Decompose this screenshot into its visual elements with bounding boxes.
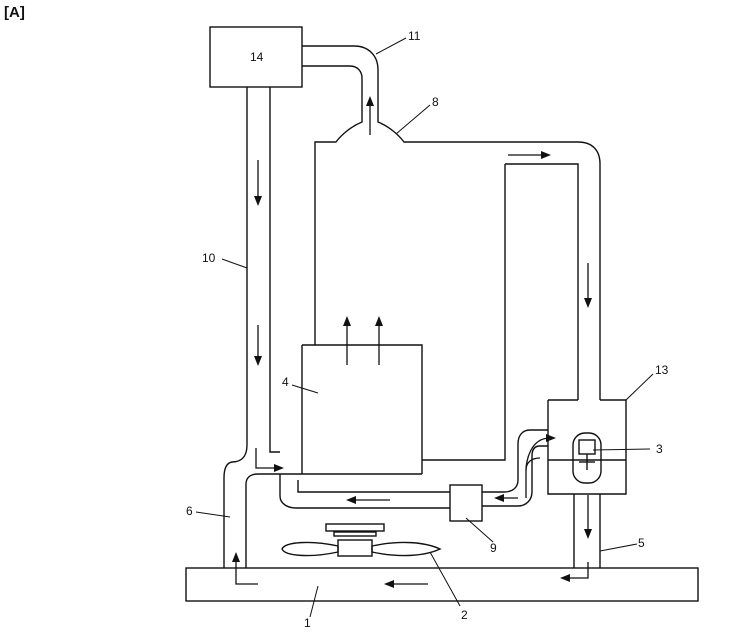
outlet-5 [573,494,601,568]
callout-3: 3 [656,442,663,456]
callout-9: 9 [490,541,497,555]
return-duct-inner [505,163,579,400]
chamber-4-bottom [279,474,450,509]
pipe-10-inner [269,87,280,453]
callout-2: 2 [461,608,468,622]
chamber-4-duct [297,473,450,493]
pipe-11 [302,45,379,100]
callout-6: 6 [186,504,193,518]
panel-label: [A] [4,4,25,21]
manifold-8-right [377,100,601,400]
return-duct-left [422,164,506,461]
pipe-6-inner [245,473,302,568]
component-box-14 [209,26,303,88]
component-box-9 [449,484,483,522]
flow-arrows [232,96,592,588]
pipe-13-to-9 [482,429,548,493]
callout-10: 10 [202,251,216,265]
callout-1: 1 [304,616,311,630]
callout-4: 4 [282,375,289,389]
valve-3-top [578,439,596,455]
component-box-14-label: 14 [250,50,264,64]
valve-3-body [572,432,602,484]
callout-11: 11 [408,29,421,43]
housing-13 [547,399,627,495]
callout-8: 8 [432,95,439,109]
pipe-11-inner [302,65,363,100]
chamber-4 [301,344,423,474]
callout-13: 13 [655,363,669,377]
base-plate [185,567,699,602]
pipe-10 [223,87,248,568]
manifold-8 [314,100,363,345]
callout-5: 5 [638,536,645,550]
leader-lines [195,37,654,618]
fan-2 [281,523,442,557]
pipe-13-to-9-inner [482,445,548,507]
